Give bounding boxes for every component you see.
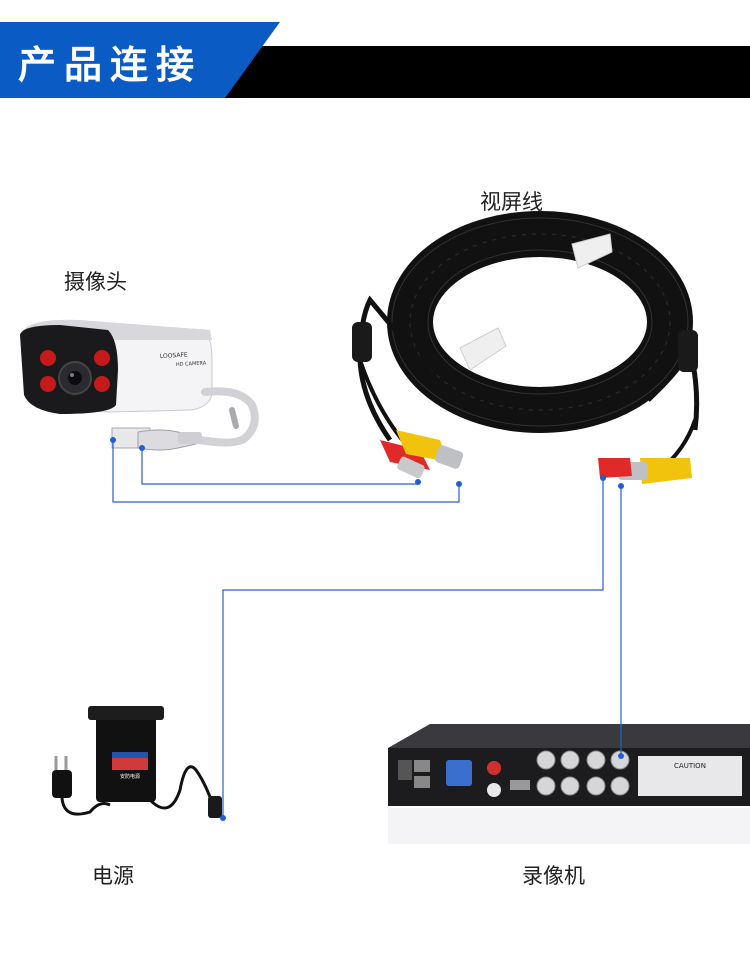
wire-camera-power bbox=[141, 448, 419, 485]
label-camera: 摄像头 bbox=[64, 270, 127, 294]
label-power: 电源 bbox=[92, 864, 134, 888]
video-cable-image bbox=[352, 211, 700, 484]
power-box-label: 安防电源 bbox=[120, 773, 140, 780]
camera-image: LOOSAFE HD CAMERA bbox=[20, 319, 259, 451]
header-blue-tab bbox=[0, 22, 280, 98]
camera-brand-text: LOOSAFE bbox=[160, 352, 188, 360]
wire-power-supply bbox=[222, 478, 604, 818]
wire-camera-video bbox=[112, 440, 460, 503]
camera-model-text: HD CAMERA bbox=[176, 360, 207, 368]
header-black-bar bbox=[205, 46, 750, 98]
header-banner bbox=[0, 22, 750, 98]
dvr-caution-text: CAUTION bbox=[674, 762, 706, 770]
dvr-image: CAUTION bbox=[388, 724, 750, 844]
label-dvr: 录像机 bbox=[522, 864, 585, 888]
connector-dots bbox=[110, 437, 624, 821]
power-supply-image: 安防电源 bbox=[52, 706, 222, 818]
page-title: 产品连接 bbox=[18, 43, 203, 87]
label-cable: 视屏线 bbox=[480, 190, 543, 214]
